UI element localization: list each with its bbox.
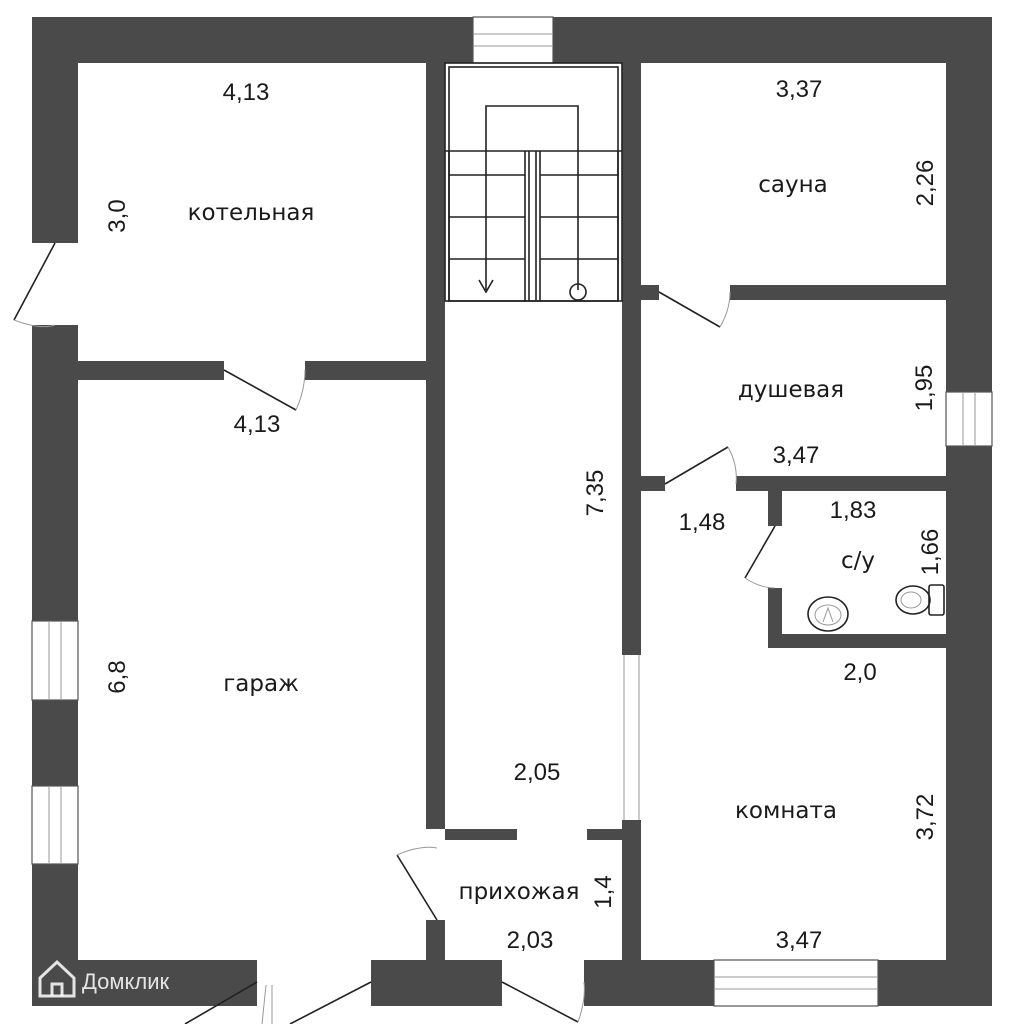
room-label-room: комната bbox=[735, 798, 837, 824]
dim-wc-top: 1,83 bbox=[830, 497, 877, 524]
dim-garage-side: 6,8 bbox=[104, 660, 131, 693]
dim-room-side: 3,72 bbox=[912, 794, 939, 841]
dim-shower-side: 1,95 bbox=[911, 365, 938, 412]
door-wc bbox=[744, 525, 776, 589]
dim-wc-side: 1,66 bbox=[917, 529, 944, 576]
dim-corridor-len: 7,35 bbox=[582, 470, 609, 517]
room-label-hall: прихожая bbox=[459, 879, 580, 905]
door-hall-garage bbox=[396, 846, 438, 921]
dim-room-bottom: 3,47 bbox=[776, 927, 823, 954]
dim-wc-bottom: 2,0 bbox=[843, 659, 876, 686]
house-logo-icon bbox=[38, 959, 76, 998]
dim-boiler-top: 4,13 bbox=[223, 79, 270, 106]
dim-hall-side: 1,4 bbox=[590, 875, 617, 908]
door-entrance bbox=[501, 981, 585, 1023]
window-bottom bbox=[713, 959, 879, 1007]
room-label-boiler: котельная bbox=[188, 200, 315, 226]
room-label-shower: душевая bbox=[738, 377, 844, 403]
dim-sauna-top: 3,37 bbox=[776, 76, 823, 103]
door-boiler-exterior bbox=[13, 242, 56, 328]
window-right bbox=[945, 391, 993, 447]
dim-corridor-width: 1,48 bbox=[679, 509, 726, 536]
watermark: Домклик bbox=[38, 959, 170, 998]
staircase bbox=[444, 62, 623, 302]
room-label-garage: гараж bbox=[223, 671, 299, 697]
dim-boiler-bottom: 4,13 bbox=[234, 411, 281, 438]
dim-sauna-side: 2,26 bbox=[912, 160, 939, 207]
room-label-wc: с/у bbox=[841, 548, 875, 574]
watermark-text: Домклик bbox=[82, 969, 170, 994]
door-sauna bbox=[658, 291, 731, 328]
window-left-1 bbox=[31, 620, 79, 701]
glass-partition bbox=[623, 655, 640, 820]
window-top bbox=[472, 16, 554, 64]
outer-walls bbox=[32, 17, 992, 1006]
dim-shower-bottom: 3,47 bbox=[773, 442, 820, 469]
room-label-sauna: сауна bbox=[758, 172, 827, 198]
dim-hall-bottom: 2,03 bbox=[507, 927, 554, 954]
window-left-2 bbox=[31, 785, 79, 865]
dim-boiler-side: 3,0 bbox=[104, 199, 131, 232]
door-shower bbox=[664, 446, 737, 485]
interior-walls bbox=[78, 63, 946, 960]
dim-corridor-bottom: 2,05 bbox=[514, 759, 561, 786]
door-garage-gate bbox=[184, 981, 372, 1024]
toilet-icon bbox=[895, 584, 945, 616]
sink-icon bbox=[807, 596, 849, 632]
door-boiler-garage bbox=[223, 369, 306, 411]
